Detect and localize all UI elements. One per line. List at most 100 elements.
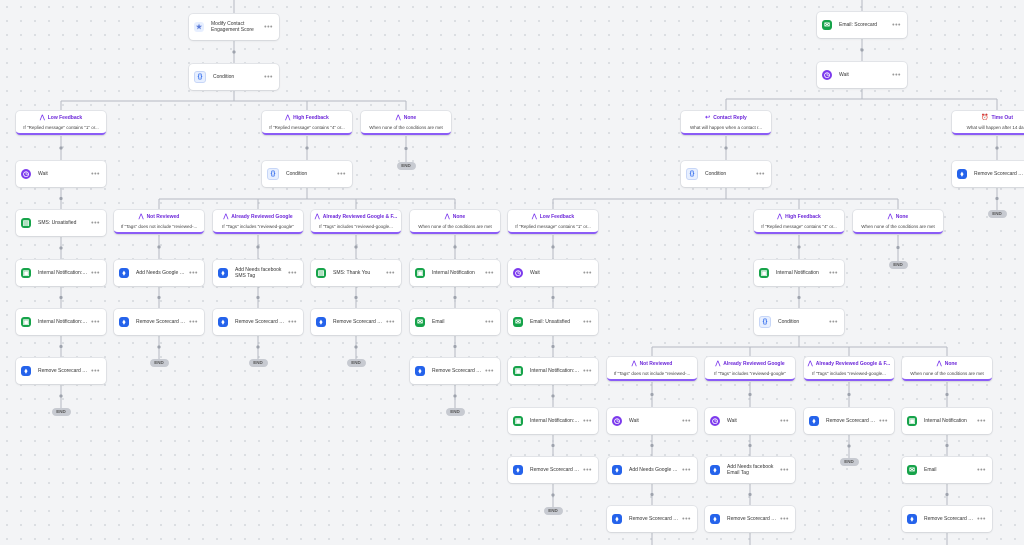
more-options-icon[interactable]: ••• [264,23,273,31]
add-step-dot[interactable] [59,344,63,349]
more-options-icon[interactable]: ••• [829,269,838,277]
more-options-icon[interactable]: ••• [682,417,691,425]
node-internal-notification[interactable]: ▣Internal Notification••• [754,260,844,286]
node-email[interactable]: ✉Email••• [410,309,500,335]
add-step-dot[interactable] [59,246,63,250]
more-options-icon[interactable]: ••• [386,318,395,326]
add-step-dot[interactable] [354,295,358,300]
add-step-dot[interactable] [59,196,63,201]
add-step-dot[interactable] [748,392,752,397]
more-options-icon[interactable]: ••• [583,269,592,277]
more-options-icon[interactable]: ••• [189,269,198,277]
more-options-icon[interactable]: ••• [756,170,765,178]
node-condition-main[interactable]: {}Condition••• [189,64,279,90]
add-step-dot[interactable] [945,492,949,497]
node-remove-scorecard-tag[interactable]: ⬧Remove Scorecard Tag••• [952,161,1024,187]
node-wait[interactable]: ◷Wait••• [607,408,697,434]
node-sms-unsatisfied[interactable]: ▤SMS: Unsatisfied••• [16,210,106,236]
node-add-needs-facebook-sms-tag[interactable]: ⬧Add Needs facebook SMS Tag••• [213,260,303,286]
more-options-icon[interactable]: ••• [91,170,100,178]
add-step-dot[interactable] [945,392,949,397]
add-step-dot[interactable] [157,295,161,300]
more-options-icon[interactable]: ••• [485,367,494,375]
node-internal-notification[interactable]: ▣Internal Notification••• [902,408,992,434]
node-remove-scorecard-tag[interactable]: ⬧Remove Scorecard Tag••• [804,408,894,434]
more-options-icon[interactable]: ••• [91,269,100,277]
more-options-icon[interactable]: ••• [892,71,901,79]
add-step-dot[interactable] [896,245,900,250]
node-wait-main[interactable]: ◷Wait••• [817,62,907,88]
more-options-icon[interactable]: ••• [977,417,986,425]
add-step-dot[interactable] [157,245,161,249]
add-step-dot[interactable] [551,493,555,497]
add-step-dot[interactable] [453,245,457,249]
add-step-dot[interactable] [995,146,999,150]
add-step-dot[interactable] [945,443,949,448]
add-step-dot[interactable] [256,295,260,300]
more-options-icon[interactable]: ••• [829,318,838,326]
node-email-unsatisfied[interactable]: ✉Email: Unsatisfied••• [508,309,598,335]
add-step-dot[interactable] [748,492,752,497]
node-wait[interactable]: ◷Wait••• [508,260,598,286]
more-options-icon[interactable]: ••• [583,318,592,326]
more-options-icon[interactable]: ••• [682,466,691,474]
add-step-dot[interactable] [551,344,555,349]
add-step-dot[interactable] [995,196,999,201]
node-remove-scorecard-tag[interactable]: ⬧Remove Scorecard Tag••• [213,309,303,335]
add-step-dot[interactable] [650,492,654,497]
add-step-dot[interactable] [157,345,161,349]
more-options-icon[interactable]: ••• [189,318,198,326]
add-step-dot[interactable] [797,295,801,300]
add-step-dot[interactable] [453,394,457,398]
more-options-icon[interactable]: ••• [337,170,346,178]
node-internal-notification-email[interactable]: ▣Internal Notification: Email••• [16,309,106,335]
branch-already-google-f[interactable]: ⋀Already Reviewed Google & F...If "Tags"… [311,210,401,234]
add-step-dot[interactable] [453,295,457,300]
node-remove-scorecard-tag[interactable]: ⬧Remove Scorecard Tag••• [902,506,992,532]
add-step-dot[interactable] [404,146,408,151]
more-options-icon[interactable]: ••• [977,466,986,474]
node-modify-engagement-score[interactable]: ★Modify Contact Engagement Score••• [189,14,279,40]
add-step-dot[interactable] [551,443,555,448]
more-options-icon[interactable]: ••• [485,269,494,277]
add-step-dot[interactable] [256,245,260,249]
add-step-dot[interactable] [847,392,851,397]
add-step-dot[interactable] [551,394,555,398]
node-add-needs-facebook-email-tag[interactable]: ⬧Add Needs facebook Email Tag••• [705,457,795,483]
add-step-dot[interactable] [59,394,63,398]
node-add-needs-google-sms-tag[interactable]: ⬧Add Needs Google SMS Tag••• [114,260,204,286]
more-options-icon[interactable]: ••• [288,269,297,277]
more-options-icon[interactable]: ••• [780,466,789,474]
node-remove-scorecard-tag[interactable]: ⬧Remove Scorecard Tag••• [311,309,401,335]
more-options-icon[interactable]: ••• [264,73,273,81]
more-options-icon[interactable]: ••• [583,367,592,375]
add-step-dot[interactable] [748,443,752,448]
add-step-dot[interactable] [354,345,358,349]
node-wait[interactable]: ◷Wait••• [705,408,795,434]
add-step-dot[interactable] [59,146,63,150]
add-step-dot[interactable] [551,295,555,300]
node-remove-scorecard-tag[interactable]: ⬧Remove Scorecard Tag••• [705,506,795,532]
node-condition-reply[interactable]: {}Condition••• [681,161,771,187]
node-remove-scorecard-tag[interactable]: ⬧Remove Scorecard Tag••• [607,506,697,532]
add-step-dot[interactable] [551,245,555,249]
branch-already-google-f[interactable]: ⋀Already Reviewed Google & F...If "Tags"… [804,357,894,381]
add-step-dot[interactable] [847,444,851,448]
more-options-icon[interactable]: ••• [879,417,888,425]
node-email-scorecard[interactable]: ✉Email: Scorecard••• [817,12,907,38]
node-remove-scorecard-tag[interactable]: ⬧Remove Scorecard Tag••• [16,358,106,384]
